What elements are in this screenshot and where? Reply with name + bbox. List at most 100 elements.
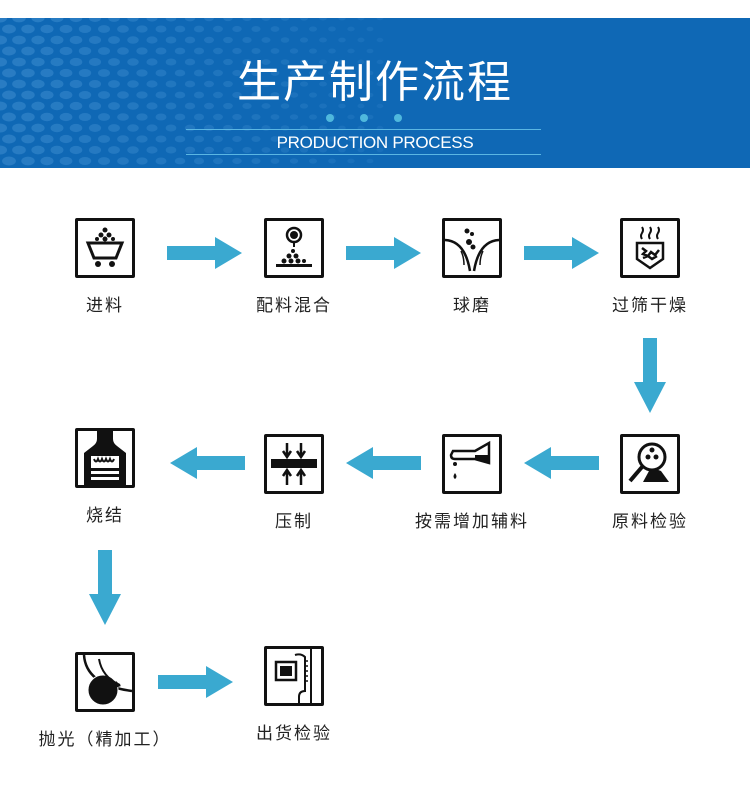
banner-dot xyxy=(270,70,280,76)
banner-dot xyxy=(2,46,16,56)
banner-dot xyxy=(69,57,83,67)
banner-dot xyxy=(357,37,365,43)
banner-dot xyxy=(232,157,242,165)
banner-dot xyxy=(213,25,223,33)
banner-dot xyxy=(184,58,196,66)
banner-dot xyxy=(299,103,309,109)
banner-dot xyxy=(31,123,45,133)
banner-dot xyxy=(146,102,158,110)
banner-dot xyxy=(223,102,233,110)
step-add-auxiliary: 按需增加辅料 xyxy=(392,434,552,532)
step-label: 配料混合 xyxy=(256,296,332,316)
banner-dot xyxy=(12,35,26,45)
banner-dot xyxy=(50,35,64,45)
banner-dot xyxy=(50,145,64,155)
step-raw-material-inspection: 原料检验 xyxy=(570,434,730,532)
step-feeding: 进料 xyxy=(25,218,185,316)
banner-dot xyxy=(108,80,120,88)
banner-dot xyxy=(136,157,148,165)
mixing-icon xyxy=(264,218,324,278)
banner-dot xyxy=(117,25,129,33)
banner-dot xyxy=(108,58,120,66)
banner-dot xyxy=(174,91,186,99)
banner-dot xyxy=(88,18,102,22)
banner-dot xyxy=(21,24,35,34)
banner-dot xyxy=(31,101,45,111)
banner-dot xyxy=(203,102,215,110)
banner-dot xyxy=(12,18,26,23)
banner-dot xyxy=(146,36,158,44)
banner-dot xyxy=(280,147,290,153)
banner-dot xyxy=(203,58,215,66)
banner-dot xyxy=(338,103,346,109)
banner-dot xyxy=(50,101,64,111)
banner-dot xyxy=(223,80,233,88)
banner-dot xyxy=(69,79,83,89)
banner-dot xyxy=(88,124,102,132)
banner-dot xyxy=(21,46,35,56)
banner-dot xyxy=(69,18,83,23)
banner-dot xyxy=(366,136,374,142)
step-sieving-drying: 过筛干燥 xyxy=(570,218,730,316)
banner-dot xyxy=(69,35,83,45)
banner-dot xyxy=(270,48,280,54)
arrow-right-icon xyxy=(167,237,242,269)
banner-dot xyxy=(223,58,233,66)
banner-dot xyxy=(328,48,336,54)
banner-dot xyxy=(319,147,327,153)
banner-dot xyxy=(261,18,271,21)
banner-dot xyxy=(328,26,336,32)
banner-dot xyxy=(31,35,45,45)
banner-dot xyxy=(21,112,35,122)
banner-dot xyxy=(40,156,54,166)
banner-dot xyxy=(127,102,139,110)
banner-dot xyxy=(97,113,111,121)
banner-dot xyxy=(127,58,139,66)
banner-dot xyxy=(328,92,336,98)
banner-dot xyxy=(59,134,73,144)
banner-dot xyxy=(338,59,346,65)
banner-dot xyxy=(88,36,102,44)
banner-dot xyxy=(203,18,215,22)
banner-dot xyxy=(0,79,7,89)
banner-dot xyxy=(338,147,346,153)
banner-dot xyxy=(376,18,384,21)
banner-dot xyxy=(193,25,205,33)
banner-dot xyxy=(136,91,148,99)
banner-dot xyxy=(174,25,186,33)
banner-dot xyxy=(78,90,92,100)
page-subtitle: PRODUCTION PROCESS xyxy=(276,133,474,152)
banner-dot xyxy=(146,18,158,22)
banner-dot xyxy=(40,24,54,34)
banner-dot xyxy=(357,103,365,109)
banner-dot xyxy=(308,114,318,120)
banner-dot xyxy=(289,114,299,120)
banner-dot xyxy=(12,123,26,133)
banner-dot xyxy=(50,18,64,23)
banner-dot xyxy=(376,81,384,87)
step-shipment-inspection: 出货检验 xyxy=(214,646,374,744)
banner-dot xyxy=(97,25,111,33)
ball-mill-icon xyxy=(442,218,502,278)
banner-dot xyxy=(40,68,54,78)
banner-dot xyxy=(308,136,318,142)
banner-dot xyxy=(108,18,120,22)
banner-dot xyxy=(174,157,186,165)
header-banner: 生产制作流程 PRODUCTION PROCESS xyxy=(0,18,750,168)
banner-dot xyxy=(193,47,205,55)
banner-dot xyxy=(308,70,318,76)
mine-cart-icon xyxy=(75,218,135,278)
banner-dot xyxy=(319,81,327,87)
banner-dot xyxy=(280,18,290,21)
banner-dot xyxy=(232,135,242,143)
banner-dot xyxy=(289,158,299,164)
banner-dot xyxy=(78,24,92,34)
banner-dot xyxy=(31,57,45,67)
banner-dot xyxy=(319,59,327,65)
banner-dot xyxy=(78,156,92,166)
banner-dot xyxy=(184,80,196,88)
banner-dot xyxy=(347,92,355,98)
page-title: 生产制作流程 xyxy=(237,57,513,108)
banner-dot xyxy=(280,103,290,109)
step-label: 出货检验 xyxy=(256,724,332,744)
